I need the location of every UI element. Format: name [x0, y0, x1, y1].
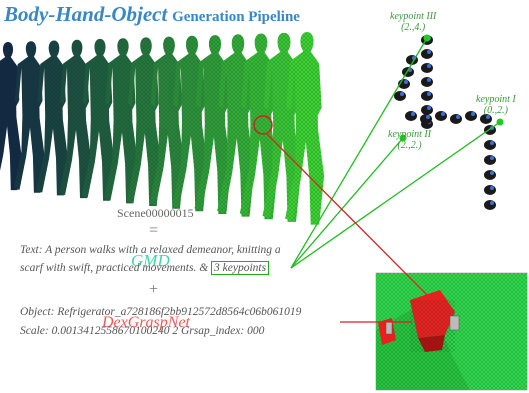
keypoint-label-2: keypoint II (2.,2.) — [388, 129, 431, 151]
zoom-circle — [253, 115, 273, 135]
trajectory-figure-highlight — [427, 106, 431, 110]
connector-zoom — [265, 132, 431, 299]
trajectory-figure-highlight — [490, 141, 494, 145]
text-description-line1: Text: A person walks with a relaxed deme… — [20, 244, 281, 256]
trajectory-figure — [421, 105, 433, 115]
trajectory-figure — [450, 114, 462, 124]
text-description-line2: scarf with swift, practiced movements. &… — [20, 261, 270, 275]
walking-body-mesh — [59, 39, 91, 199]
keypoint-1-name: keypoint I — [476, 94, 516, 105]
text-line2-prefix: scarf with swift, practiced movements. & — [20, 262, 212, 274]
keypoint-2-name: keypoint II — [388, 129, 432, 140]
trajectory-figure-highlight — [486, 115, 490, 119]
plus-sign: + — [149, 281, 159, 298]
keypoints-box: 3 keypoints — [211, 261, 270, 275]
grasp-zoom-inset — [375, 272, 528, 391]
keypoint-3-name: keypoint III — [390, 11, 437, 22]
trajectory-figure — [421, 63, 433, 73]
connector-keypoint-1 — [290, 121, 501, 269]
trajectory-figure — [484, 185, 496, 195]
trajectory-figure — [484, 140, 496, 150]
scale-grasp-index-line: Scale: 0.0013412558670100240 2 Grsap_ind… — [20, 325, 265, 337]
trajectory-figure-highlight — [490, 186, 494, 190]
trajectory-figure-highlight — [490, 156, 494, 160]
walking-body-mesh — [0, 42, 22, 191]
trajectory-figure — [421, 77, 433, 87]
trajectory-figure-highlight — [441, 112, 445, 116]
trajectory-figure-highlight — [471, 112, 475, 116]
gmd-label: GMD — [131, 251, 170, 270]
connector-keypoint-3 — [290, 37, 428, 269]
trajectory-figure-highlight — [427, 64, 431, 68]
walking-body-mesh — [285, 32, 325, 225]
keypoint-2-coords: (2.,2.) — [397, 140, 422, 151]
trajectory-figure-highlight — [404, 80, 408, 84]
trajectory-figure — [484, 170, 496, 180]
walking-body-sequence — [0, 32, 325, 225]
keypoint-trajectory — [394, 35, 496, 210]
trajectory-figure — [405, 111, 417, 121]
walking-body-mesh — [81, 38, 115, 201]
dexgraspnet-label: DexGraspNet — [102, 314, 190, 331]
walking-body-mesh — [13, 41, 45, 193]
walking-body-mesh — [104, 38, 138, 204]
trajectory-figure-highlight — [426, 115, 430, 119]
trajectory-figure-highlight — [490, 201, 494, 205]
trajectory-figure — [394, 91, 406, 101]
keypoint-label-3: keypoint III (2.,4.) — [390, 11, 436, 33]
trajectory-figure-highlight — [411, 112, 415, 116]
title-main: Body-Hand-Object — [4, 2, 168, 26]
trajectory-figure-highlight — [400, 92, 404, 96]
scene-id: Scene00000015 — [117, 206, 194, 220]
trajectory-figure — [421, 91, 433, 101]
trajectory-figure — [484, 155, 496, 165]
trajectory-figure — [421, 49, 433, 59]
walking-body-mesh — [126, 37, 161, 207]
connector-keypoint-2 — [290, 137, 404, 269]
trajectory-figure-highlight — [490, 171, 494, 175]
figure-title: Body-Hand-Object Generation Pipeline — [4, 2, 300, 27]
trajectory-figure — [402, 67, 414, 77]
trajectory-figure — [484, 200, 496, 210]
trajectory-figure — [420, 114, 432, 124]
equals-sign: = — [149, 222, 159, 239]
object-line: Object: Refrigerator_a728186f2bb912572d8… — [20, 306, 302, 318]
trajectory-figure-highlight — [456, 115, 460, 119]
trajectory-figure — [435, 111, 447, 121]
walking-body-mesh — [36, 40, 68, 196]
keypoint-3-coords: (2.,4.) — [401, 22, 426, 33]
title-sub: Generation Pipeline — [172, 9, 300, 25]
keypoint-1-coords: (0.,2.) — [483, 105, 508, 116]
trajectory-figure-highlight — [427, 50, 431, 54]
keypoint-label-1: keypoint I (0.,2.) — [476, 94, 516, 116]
trajectory-figure-highlight — [427, 92, 431, 96]
trajectory-figure-highlight — [427, 78, 431, 82]
